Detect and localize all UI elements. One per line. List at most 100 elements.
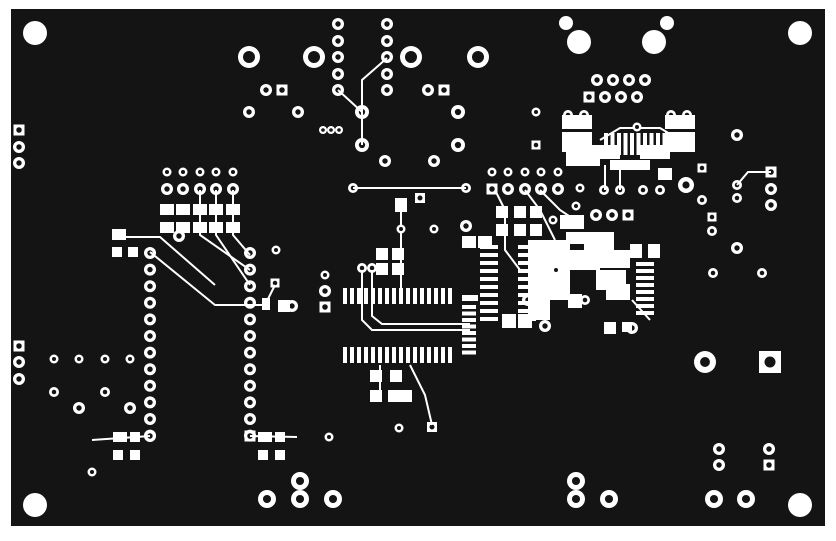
smd-pad-icon <box>176 204 190 215</box>
smd-pad-icon <box>113 450 123 460</box>
via-icon <box>147 300 153 306</box>
via-icon <box>542 323 548 329</box>
via-icon <box>247 399 253 406</box>
smd-pad-icon <box>390 370 402 382</box>
smd-pad-icon <box>357 347 361 363</box>
via-icon <box>164 186 170 192</box>
smd-pad-icon <box>441 347 445 363</box>
via-icon <box>384 38 390 44</box>
smd-pad-icon <box>462 344 476 348</box>
smd-pad-icon <box>392 263 404 275</box>
via-icon <box>759 270 765 276</box>
smd-pad-icon <box>636 304 654 308</box>
smd-pad-icon <box>622 322 632 332</box>
via-icon <box>147 383 153 389</box>
smd-pad-icon <box>514 224 526 236</box>
smd-pad-icon <box>130 450 140 460</box>
via-icon <box>147 316 153 323</box>
via-icon <box>180 186 186 192</box>
via-icon <box>272 280 278 286</box>
via-icon <box>247 383 253 389</box>
smd-pad-icon <box>376 248 388 260</box>
via-icon <box>335 71 341 77</box>
smd-pad-icon <box>480 309 498 313</box>
smd-pad-icon <box>385 288 389 304</box>
via-icon <box>593 212 599 218</box>
smd-pad-icon <box>514 206 526 218</box>
via-icon <box>642 77 648 83</box>
smd-pad-icon <box>258 450 268 460</box>
via-icon <box>147 399 153 406</box>
smd-pad-icon <box>275 432 285 442</box>
smd-pad-icon <box>658 168 672 180</box>
via-icon <box>634 94 640 100</box>
via-icon <box>337 128 341 132</box>
via-icon <box>640 187 646 193</box>
via-icon <box>417 195 423 201</box>
smd-pad-icon <box>434 288 438 304</box>
via-icon <box>574 204 578 208</box>
via-icon <box>586 94 592 100</box>
smd-pad-icon <box>364 347 368 363</box>
smd-pad-icon <box>518 269 536 273</box>
via-icon <box>322 304 328 310</box>
via-icon <box>534 110 538 114</box>
via-icon <box>609 212 615 218</box>
smd-pad-icon <box>496 224 508 236</box>
copper-trace-icon <box>361 57 388 112</box>
vias <box>49 107 642 477</box>
smd-pad-icon <box>462 324 476 329</box>
via-icon <box>16 359 22 365</box>
via-icon <box>571 476 581 486</box>
smd-pad-icon <box>226 222 240 233</box>
via-icon <box>103 357 107 361</box>
via-icon <box>51 389 57 395</box>
smd-pad-icon <box>496 206 508 218</box>
via-icon <box>369 265 375 271</box>
via-icon <box>582 297 588 303</box>
via-icon <box>556 170 560 174</box>
via-icon <box>618 94 624 100</box>
smd-pad-icon <box>462 305 476 309</box>
smd-pad-icon <box>636 262 654 266</box>
smd-pad-icon <box>502 314 516 328</box>
via-icon <box>625 212 631 218</box>
smd-pad-icon <box>406 347 410 363</box>
via-icon <box>329 128 333 132</box>
via-icon <box>709 494 719 504</box>
smd-pad-icon <box>636 311 654 315</box>
smd-pad-icon <box>420 288 424 304</box>
smd-pad-icon <box>226 204 240 215</box>
mounting-hole-icon <box>642 30 666 54</box>
smd-pad-icon <box>385 347 389 363</box>
smd-pad-icon <box>665 132 695 152</box>
via-icon <box>322 288 328 294</box>
smd-pad-icon <box>176 222 190 233</box>
smd-pad-icon <box>441 288 445 304</box>
copper-trace-icon <box>337 89 363 145</box>
smd-components <box>112 115 695 460</box>
smd-pad-icon <box>604 322 616 334</box>
via-icon <box>247 349 253 356</box>
via-icon <box>716 446 722 452</box>
smd-pad-icon <box>518 285 536 289</box>
via-icon <box>768 186 774 192</box>
mounting-hole-icon <box>788 21 812 45</box>
via-icon <box>231 170 235 174</box>
smd-pad-icon <box>518 293 536 297</box>
via-icon <box>147 349 153 356</box>
via-icon <box>554 268 558 272</box>
mounting-hole-icon <box>788 493 812 517</box>
via-icon <box>716 462 722 468</box>
via-icon <box>323 273 327 277</box>
smd-pad-icon <box>604 133 608 155</box>
via-icon <box>165 170 169 174</box>
via-icon <box>16 127 22 133</box>
via-icon <box>274 248 278 252</box>
via-icon <box>602 94 608 100</box>
via-icon <box>709 228 715 234</box>
smd-pad-icon <box>160 222 174 233</box>
via-icon <box>384 71 390 77</box>
via-icon <box>335 38 341 44</box>
